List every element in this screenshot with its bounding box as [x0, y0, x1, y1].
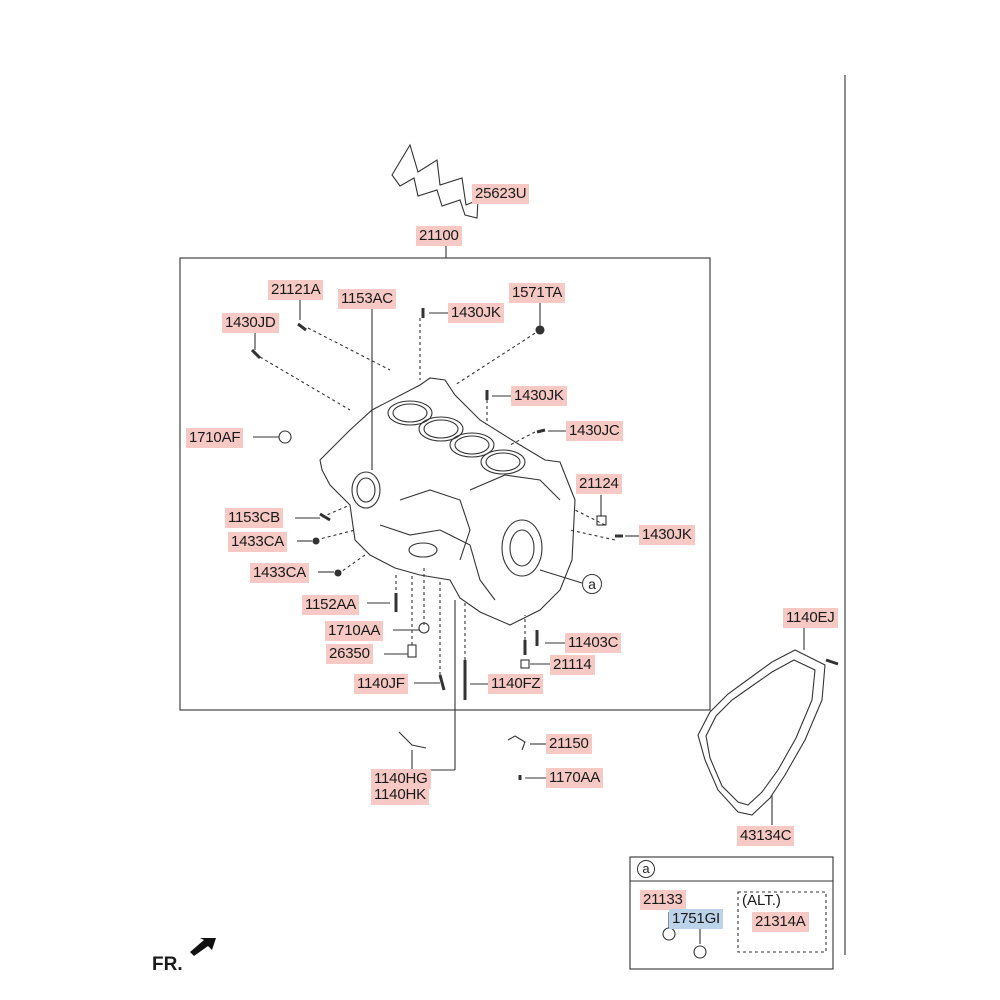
label-21314A[interactable]: 21314A	[752, 912, 809, 932]
label-1430JD[interactable]: 1430JD	[222, 313, 279, 333]
front-indicator: FR.	[152, 954, 183, 975]
label-1140EJ[interactable]: 1140EJ	[783, 608, 838, 628]
alt-note: (ALT.)	[742, 892, 781, 909]
label-1710AA[interactable]: 1710AA	[325, 621, 384, 641]
label-43134C[interactable]: 43134C	[737, 826, 795, 846]
label-1710AF[interactable]: 1710AF	[186, 428, 244, 448]
label-1140JF[interactable]: 1140JF	[354, 674, 408, 694]
label-1153AC[interactable]: 1153AC	[338, 289, 396, 309]
label-21121A[interactable]: 21121A	[268, 280, 324, 300]
assembly-frame	[179, 257, 711, 711]
detail-box	[629, 856, 834, 970]
label-1430JC[interactable]: 1430JC	[566, 421, 623, 441]
label-21150[interactable]: 21150	[546, 734, 592, 754]
label-1140HK[interactable]: 1140HK	[371, 785, 429, 805]
label-21133[interactable]: 21133	[640, 890, 686, 910]
engine-block	[319, 377, 576, 626]
label-1751GI[interactable]: 1751GI	[669, 909, 724, 929]
label-25623U[interactable]: 25623U	[472, 184, 530, 204]
gasket-25623U	[391, 143, 492, 219]
label-1153CB[interactable]: 1153CB	[225, 508, 283, 528]
cover-gasket-43134C	[697, 628, 839, 825]
front-arrow-icon	[190, 938, 216, 956]
detail-box-letter: a	[637, 860, 655, 878]
label-1430JK-right[interactable]: 1430JK	[639, 525, 695, 545]
o-ring-1710AF	[278, 430, 292, 444]
label-1140FZ[interactable]: 1140FZ	[488, 674, 544, 694]
label-1140HG[interactable]: 1140HG	[371, 769, 431, 789]
detail-callout-a[interactable]: a	[582, 574, 602, 594]
label-11403C[interactable]: 11403C	[565, 633, 622, 653]
label-21114[interactable]: 21114	[550, 655, 595, 675]
label-21124[interactable]: 21124	[576, 474, 622, 494]
label-1170AA[interactable]: 1170AA	[546, 768, 604, 788]
label-1152AA[interactable]: 1152AA	[302, 595, 360, 615]
label-21100[interactable]: 21100	[416, 226, 462, 246]
label-1430JK-mid[interactable]: 1430JK	[511, 386, 567, 406]
label-1430JK-top[interactable]: 1430JK	[448, 303, 504, 323]
label-1571TA[interactable]: 1571TA	[509, 283, 566, 303]
label-1433CA-b[interactable]: 1433CA	[250, 563, 310, 583]
label-26350[interactable]: 26350	[326, 644, 373, 664]
label-1433CA-a[interactable]: 1433CA	[228, 532, 288, 552]
